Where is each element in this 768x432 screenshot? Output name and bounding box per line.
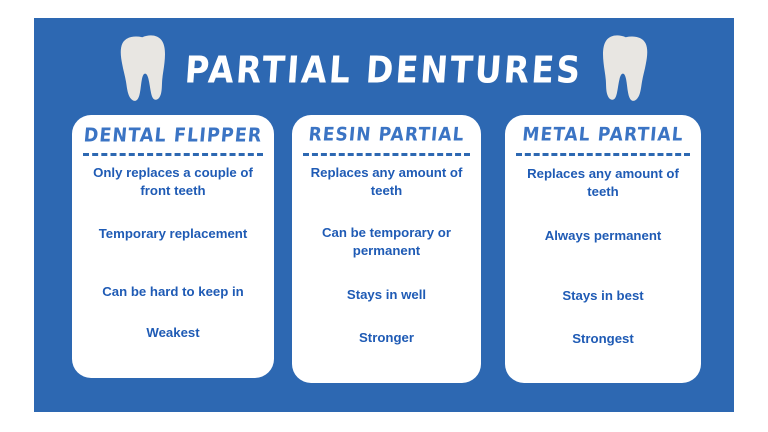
card-resin-partial: RESIN PARTIAL Replaces any amount of tee…	[292, 115, 481, 383]
card-body: Only replaces a couple of front teeth Te…	[82, 164, 264, 342]
dashed-divider	[303, 152, 470, 156]
card-line: Replaces any amount of teeth	[310, 164, 463, 198]
card-line: Stays in well	[346, 287, 427, 303]
dashed-divider	[516, 152, 690, 156]
blue-panel: PARTIAL DENTURES DENTAL FLIPPER Only rep…	[34, 18, 734, 412]
dashed-divider	[83, 153, 263, 157]
card-line: Replaces any amount of teeth	[527, 165, 679, 199]
tooth-icon	[121, 35, 166, 101]
card-line: Strongest	[572, 331, 634, 347]
card-line: Only replaces a couple of front teeth	[93, 165, 253, 199]
card-dental-flipper: DENTAL FLIPPER Only replaces a couple of…	[72, 115, 274, 378]
card-line: Can be temporary or permanent	[322, 225, 451, 259]
card-body: Replaces any amount of teeth Always perm…	[515, 165, 691, 349]
card-line: Weakest	[146, 324, 200, 340]
card-line: Temporary replacement	[98, 226, 248, 242]
header: PARTIAL DENTURES	[34, 26, 734, 112]
card-line: Stronger	[359, 330, 414, 346]
card-metal-partial: METAL PARTIAL Replaces any amount of tee…	[505, 115, 701, 383]
cards-row: DENTAL FLIPPER Only replaces a couple of…	[34, 115, 734, 405]
card-line: Can be hard to keep in	[102, 283, 244, 299]
card-line: Always permanent	[544, 228, 662, 244]
card-heading: DENTAL FLIPPER	[82, 124, 264, 147]
card-line: Stays in best	[562, 288, 644, 304]
card-body: Replaces any amount of teeth Can be temp…	[302, 164, 471, 348]
card-heading: METAL PARTIAL	[521, 123, 685, 146]
card-heading: RESIN PARTIAL	[307, 123, 466, 146]
page-title: PARTIAL DENTURES	[183, 47, 585, 91]
tooth-icon	[602, 35, 647, 101]
